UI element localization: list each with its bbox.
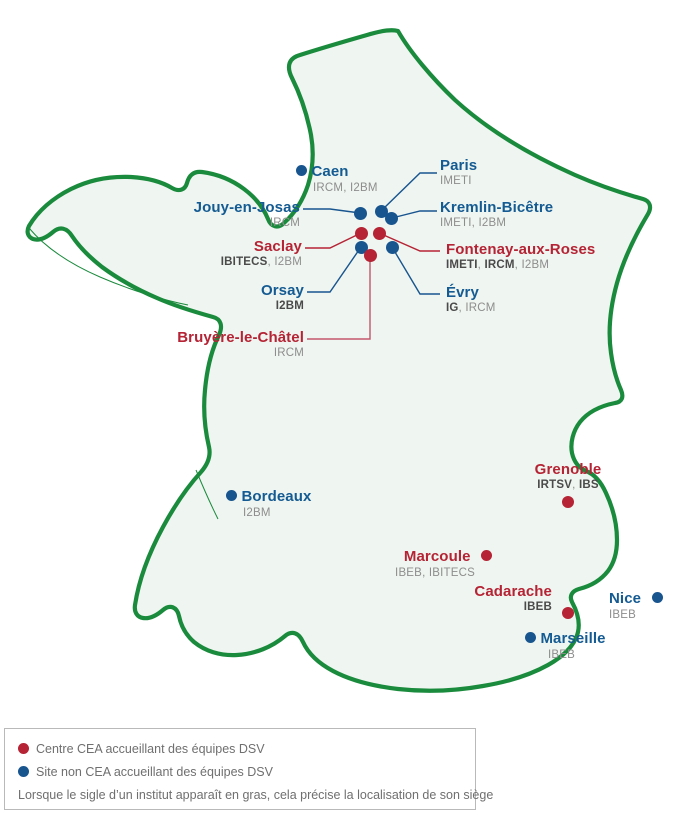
- site-label-marseille[interactable]: Marseille IBEB: [525, 630, 606, 662]
- leader-fontenay: [378, 232, 440, 252]
- legend-label-centre-cea: Centre CEA accueillant des équipes DSV: [36, 742, 265, 756]
- site-institutes-marcoule: IBEB, IBITECS: [395, 567, 475, 579]
- blue-dot-icon: [226, 490, 237, 502]
- site-name-saclay: Saclay: [253, 238, 302, 255]
- blue-dot-icon: [525, 632, 536, 644]
- leader-bruyere: [307, 255, 371, 340]
- gironde-estuary-line: [195, 469, 219, 520]
- site-name-fontenay-aux-roses: Fontenay-aux-Roses: [446, 241, 596, 258]
- red-dot-icon: [481, 550, 492, 562]
- site-institutes-bruyere-le-chatel: IRCM: [273, 347, 304, 359]
- site-name-nice: Nice: [609, 590, 642, 607]
- leader-kremlin: [391, 210, 437, 219]
- site-institutes-fontenay-aux-roses: IMETI, IRCM, I2BM: [446, 259, 550, 271]
- site-label-fontenay-aux-roses[interactable]: Fontenay-aux-Roses IMETI, IRCM, I2BM: [446, 241, 595, 272]
- site-label-bordeaux[interactable]: Bordeaux I2BM: [226, 488, 311, 520]
- leader-jouy: [303, 208, 361, 214]
- site-name-orsay: Orsay: [260, 282, 304, 299]
- site-institutes-evry: IG, IRCM: [446, 302, 496, 314]
- blue-dot-icon: [18, 766, 29, 778]
- site-name-bruyere-le-chatel: Bruyère-le-Châtel: [177, 329, 304, 346]
- blue-dot-icon: [296, 165, 307, 177]
- marker-cadarache[interactable]: [562, 607, 574, 619]
- site-label-marcoule[interactable]: Marcoule IBEB, IBITECS: [300, 548, 492, 580]
- france-outline: [25, 28, 653, 693]
- site-name-marseille: Marseille: [540, 630, 606, 647]
- site-name-jouy-en-josas: Jouy-en-Josas: [193, 199, 300, 216]
- site-institutes-kremlin-bicetre: IMETI, I2BM: [440, 217, 507, 229]
- legend-box: Centre CEA accueillant des équipes DSV S…: [4, 728, 493, 810]
- site-institutes-saclay: IBITECS, I2BM: [220, 256, 302, 268]
- legend-item-site-non-cea: Site non CEA accueillant des équipes DSV: [18, 765, 273, 779]
- marker-fontenay-aux-roses[interactable]: [373, 227, 386, 240]
- leader-saclay: [305, 232, 362, 249]
- site-institutes-nice: IBEB: [609, 609, 637, 621]
- leader-lines: [303, 172, 440, 340]
- site-institutes-paris: IMETI: [440, 175, 472, 187]
- site-name-cadarache: Cadarache: [474, 583, 552, 600]
- blue-dot-icon: [651, 592, 663, 604]
- site-name-caen: Caen: [311, 163, 349, 180]
- leader-orsay: [307, 246, 362, 293]
- marker-kremlin-bicetre[interactable]: [385, 212, 398, 225]
- red-dot-icon: [18, 743, 29, 755]
- site-name-marcoule: Marcoule: [403, 548, 471, 565]
- brittany-inner-line: [28, 227, 189, 306]
- site-institutes-grenoble: IRTSV, IBS: [537, 479, 599, 491]
- site-label-orsay[interactable]: Orsay I2BM: [40, 282, 304, 313]
- marker-jouy-en-josas[interactable]: [354, 207, 367, 220]
- legend-item-centre-cea: Centre CEA accueillant des équipes DSV: [18, 742, 265, 756]
- site-label-kremlin-bicetre[interactable]: Kremlin-Bicêtre IMETI, I2BM: [440, 199, 553, 230]
- site-name-evry: Évry: [446, 284, 479, 301]
- site-name-kremlin-bicetre: Kremlin-Bicêtre: [440, 199, 554, 216]
- marker-evry[interactable]: [386, 241, 399, 254]
- site-institutes-cadarache: IBEB: [523, 601, 552, 613]
- legend-note: Lorsque le sigle d’un institut apparaît …: [18, 788, 494, 802]
- site-name-grenoble: Grenoble: [534, 461, 602, 478]
- marker-paris[interactable]: [375, 205, 388, 218]
- site-label-caen[interactable]: Caen IRCM, I2BM: [296, 163, 378, 195]
- site-name-bordeaux: Bordeaux: [241, 488, 312, 505]
- site-name-paris: Paris: [440, 157, 478, 174]
- site-institutes-caen: IRCM, I2BM: [313, 182, 378, 194]
- site-institutes-jouy-en-josas: IRCM: [269, 217, 300, 229]
- site-label-nice[interactable]: Nice IBEB: [609, 590, 663, 622]
- site-label-saclay[interactable]: Saclay IBITECS, I2BM: [40, 238, 302, 269]
- leader-evry: [391, 246, 440, 295]
- site-institutes-orsay: I2BM: [275, 300, 304, 312]
- site-institutes-marseille: IBEB: [548, 649, 576, 661]
- marker-grenoble[interactable]: [562, 496, 574, 508]
- site-label-bruyere-le-chatel[interactable]: Bruyère-le-Châtel IRCM: [30, 329, 304, 360]
- site-label-paris[interactable]: Paris IMETI: [440, 157, 477, 188]
- leader-paris: [380, 172, 437, 212]
- site-label-cadarache[interactable]: Cadarache IBEB: [400, 583, 552, 614]
- marker-bruyere-le-chatel[interactable]: [364, 249, 377, 262]
- site-institutes-bordeaux: I2BM: [243, 507, 271, 519]
- marker-saclay[interactable]: [355, 227, 368, 240]
- legend-label-site-non-cea: Site non CEA accueillant des équipes DSV: [36, 765, 273, 779]
- site-label-grenoble[interactable]: Grenoble IRTSV, IBS: [478, 461, 658, 492]
- site-label-evry[interactable]: Évry IG, IRCM: [446, 284, 496, 315]
- site-label-jouy-en-josas[interactable]: Jouy-en-Josas IRCM: [40, 199, 300, 230]
